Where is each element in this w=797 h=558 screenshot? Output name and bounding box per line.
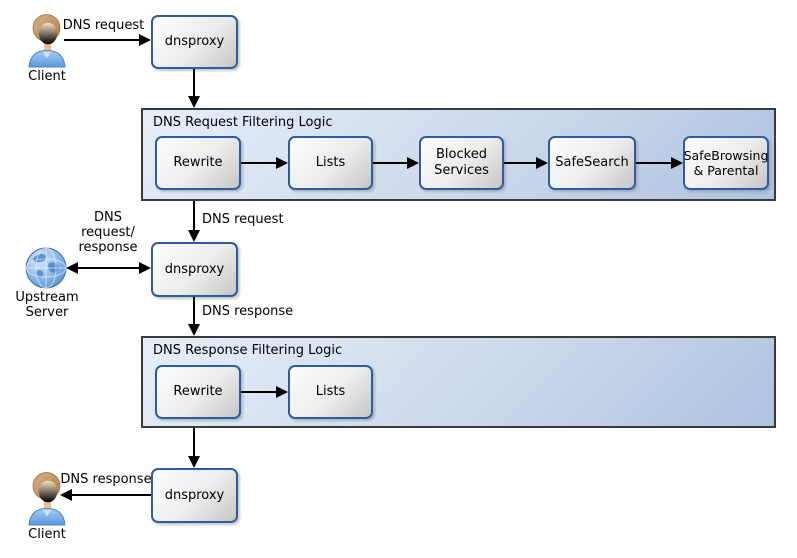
edge-label-dns-response-mid: DNS response — [202, 304, 294, 319]
node-rewrite-response: Rewrite — [155, 365, 241, 419]
node-dnsproxy-bottom-label: dnsproxy — [164, 487, 225, 503]
upstream-server-label: Upstream Server — [15, 290, 79, 320]
arrow-request-filter-to-dnsproxy-mid — [188, 201, 200, 242]
node-dnsproxy-top: dnsproxy — [151, 15, 238, 69]
client-bottom-label: Client — [28, 527, 66, 542]
node-safebrowsing-parental-label: SafeBrowsing & Parental — [683, 148, 769, 178]
node-lists-request: Lists — [288, 136, 373, 190]
arrow-client-to-dnsproxy — [64, 34, 151, 46]
container-dns-request-filtering-title: DNS Request Filtering Logic — [153, 115, 333, 130]
node-dnsproxy-mid-label: dnsproxy — [164, 261, 225, 277]
node-rewrite-request-label: Rewrite — [173, 155, 223, 171]
edge-label-upstream-exchange: DNS request/ response — [72, 210, 144, 255]
client-top-label: Client — [28, 69, 66, 84]
container-dns-response-filtering: DNS Response Filtering Logic Rewrite Lis… — [141, 336, 776, 428]
node-lists-response: Lists — [288, 365, 373, 419]
edge-label-dns-response-bottom: DNS response — [60, 472, 152, 487]
node-safebrowsing-parental: SafeBrowsing & Parental — [683, 136, 769, 190]
node-dnsproxy-mid: dnsproxy — [151, 242, 238, 297]
arrow-blocked-services-to-safesearch — [504, 157, 548, 169]
node-lists-response-label: Lists — [315, 384, 346, 400]
arrow-dnsproxy-to-request-filter — [188, 69, 200, 108]
globe-icon — [25, 247, 67, 289]
person-icon-bottom — [28, 472, 66, 526]
arrow-response-filter-to-dnsproxy-bottom — [188, 428, 200, 468]
edge-label-upstream-line2: request/ — [81, 225, 135, 240]
node-rewrite-request: Rewrite — [155, 136, 241, 190]
node-blocked-services-label: Blocked Services — [434, 147, 489, 178]
arrow-dnsproxy-to-client — [60, 489, 151, 501]
arrow-rewrite-to-lists-response — [241, 386, 288, 398]
node-rewrite-response-label: Rewrite — [173, 384, 223, 400]
edge-label-upstream-line3: response — [78, 240, 138, 255]
container-dns-response-filtering-title: DNS Response Filtering Logic — [153, 343, 343, 358]
edge-label-upstream-line1: DNS — [94, 210, 122, 225]
arrow-rewrite-to-lists-request — [241, 157, 288, 169]
node-blocked-services: Blocked Services — [419, 136, 504, 190]
node-safesearch-label: SafeSearch — [555, 155, 629, 171]
arrow-safesearch-to-safebrowsing — [636, 157, 683, 169]
person-icon — [28, 14, 66, 68]
edge-label-dns-request-top: DNS request — [62, 18, 145, 33]
edge-label-dns-request-mid: DNS request — [202, 212, 284, 227]
node-dnsproxy-top-label: dnsproxy — [164, 34, 225, 50]
container-dns-request-filtering: DNS Request Filtering Logic Rewrite List… — [141, 108, 776, 201]
arrow-upstream-exchange — [66, 262, 151, 274]
arrow-lists-to-blocked-services — [373, 157, 419, 169]
node-dnsproxy-bottom: dnsproxy — [151, 468, 238, 523]
node-safesearch: SafeSearch — [548, 136, 636, 190]
node-lists-request-label: Lists — [315, 155, 346, 171]
arrow-dnsproxy-to-response-filter — [188, 297, 200, 336]
